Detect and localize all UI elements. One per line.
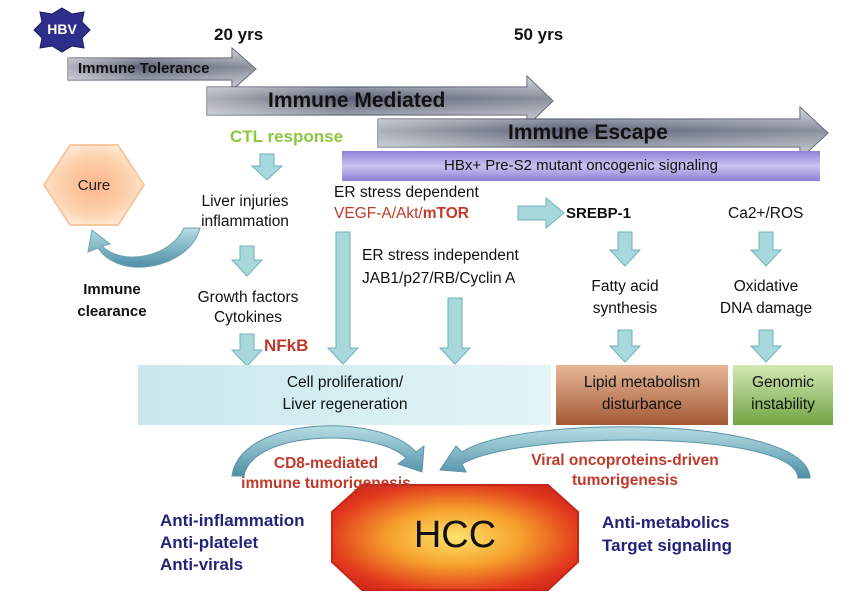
arrow-jab-down [438, 297, 472, 365]
cd8-curve-arrow [231, 425, 425, 477]
oxidative-label: Oxidative DNA damage [700, 276, 832, 321]
arrow-injury-down [230, 245, 264, 277]
genomic-instability-line1: Genomic [751, 374, 815, 391]
clearance-curve-arrow [87, 227, 201, 268]
therapy-anti-metabolics: Anti-metabolics [602, 513, 730, 532]
hbx-banner [342, 151, 820, 181]
hbv-badge [33, 7, 91, 53]
viral-line2: tumorigenesis [572, 472, 678, 490]
lipid-metabolism-label: Lipid metabolism disturbance [556, 372, 728, 415]
lipid-metabolism-box [556, 365, 728, 425]
cell-proliferation-line1: Cell proliferation/ [286, 374, 404, 391]
therapy-left-list: Anti-inflammation Anti-platelet Anti-vir… [160, 510, 305, 576]
growth-factors-label: Growth factors Cytokines [180, 288, 316, 328]
cell-proliferation-line2: Liver regeneration [282, 395, 408, 413]
growth-factors-line2: Cytokines [213, 309, 283, 327]
hcc-octagon [331, 484, 579, 591]
er-independent-label: ER stress independent [362, 247, 519, 264]
immune-mediated-label: Immune Mediated [268, 89, 446, 112]
therapy-right-list: Anti-metabolics Target signaling [602, 512, 732, 558]
ctl-response: CTL response [230, 127, 344, 146]
viral-tumorigenesis-label: Viral oncoproteins-driven tumorigenesis [506, 451, 744, 491]
hbv-label: HBV [47, 21, 77, 37]
nfkb-label: NFkB [264, 336, 309, 355]
cure-hexagon [42, 144, 146, 226]
cell-proliferation-label: Cell proliferation/ Liver regeneration [250, 372, 440, 415]
lipid-metabolism-line1: Lipid metabolism [583, 374, 701, 391]
ca-ros-label: Ca2+/ROS [728, 205, 804, 222]
arrow-srebp-down [608, 231, 642, 267]
therapy-anti-inflammation: Anti-inflammation [160, 511, 305, 530]
genomic-instability-box [733, 365, 833, 425]
therapy-anti-platelet: Anti-platelet [160, 533, 259, 553]
lipid-metabolism-line2: disturbance [601, 395, 683, 413]
arrow-to-srebp [517, 196, 565, 230]
immune-escape-label: Immune Escape [508, 121, 668, 144]
fatty-acid-line2: synthesis [592, 300, 658, 318]
liver-injuries-line1: Liver injuries [201, 193, 289, 210]
growth-factors-line1: Growth factors [197, 289, 299, 306]
cd8-line1: CD8-mediated [273, 455, 379, 472]
arrow-fatty-down [608, 329, 642, 363]
cd8-tumorigenesis-label: CD8-mediated immune tumorigenesis [226, 454, 426, 494]
vegf-text: VEGF-A/Akt/ [334, 205, 423, 222]
liver-injuries-line2: inflammation [201, 213, 289, 231]
immune-tolerance-label: Immune Tolerance [78, 60, 210, 77]
vegf-label: VEGF-A/Akt/mTOR [334, 205, 469, 223]
fatty-acid-line1: Fatty acid [591, 278, 659, 295]
timeline-20yrs: 20 yrs [214, 25, 264, 44]
immune-mediated-arrow [206, 74, 554, 128]
arrow-er-down [326, 231, 360, 365]
timeline-50yrs: 50 yrs [514, 25, 564, 44]
cd8-line2: immune tumorigenesis [241, 475, 411, 493]
fatty-acid-label: Fatty acid synthesis [565, 276, 685, 321]
therapy-target-signaling: Target signaling [602, 535, 733, 555]
immune-clearance-label: Immune clearance [62, 279, 162, 323]
srebp-label: SREBP-1 [566, 205, 632, 222]
arrow-ca-down [749, 231, 783, 267]
genomic-instability-label: Genomic instability [733, 372, 833, 415]
cell-proliferation-box [138, 365, 551, 425]
arrow-ox-down [749, 329, 783, 363]
oxidative-line1: Oxidative [733, 278, 799, 295]
immune-escape-arrow [377, 105, 829, 161]
immune-clearance-line1: Immune [83, 281, 141, 298]
hcc-label: HCC [413, 514, 497, 556]
immune-clearance-line2: clearance [77, 302, 147, 320]
jab1-label: JAB1/p27/RB/Cyclin A [362, 270, 516, 287]
arrow-ctl-down [250, 153, 284, 181]
viral-curve-arrow [439, 426, 811, 479]
viral-line1: Viral oncoproteins-driven [531, 452, 719, 469]
cure-label: Cure [77, 177, 111, 194]
mtor-text: mTOR [422, 205, 469, 222]
liver-injuries-label: Liver injuries inflammation [180, 192, 310, 232]
hbx-banner-label: HBx+ Pre-S2 mutant oncogenic signaling [444, 157, 718, 174]
er-dependent-label: ER stress dependent [334, 184, 479, 201]
genomic-instability-line2: instability [751, 395, 815, 413]
therapy-anti-virals: Anti-virals [160, 555, 244, 575]
immune-tolerance-arrow [67, 46, 257, 92]
oxidative-line2: DNA damage [719, 300, 813, 318]
arrow-growth-down [230, 333, 264, 367]
